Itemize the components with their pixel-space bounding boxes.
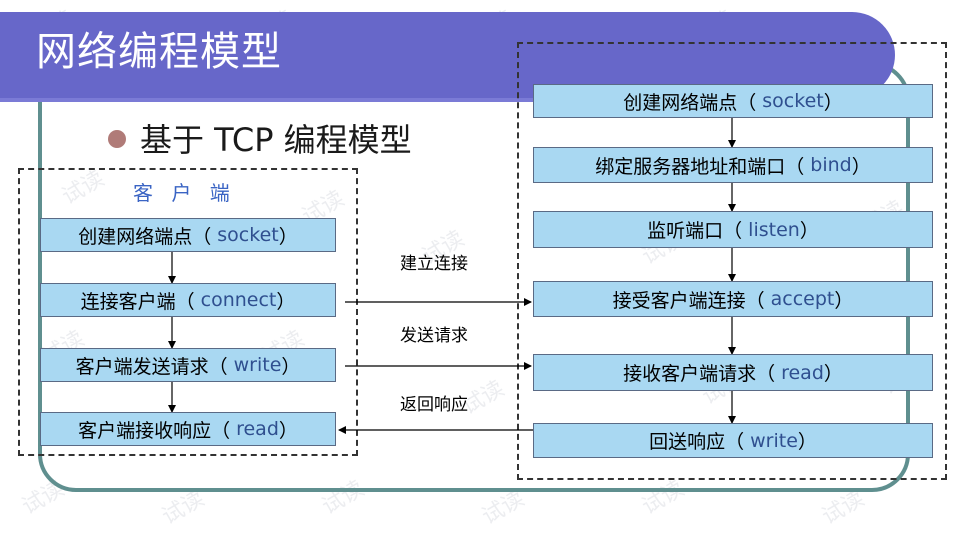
server-step-label: 接受客户端连接（ <box>612 289 765 312</box>
client-step-socket: 创建网络端点（socket） <box>40 218 336 252</box>
server-step-function: read <box>781 361 824 384</box>
client-group-label: 客 户 端 <box>133 181 236 205</box>
link-label-connect: 建立连接 <box>400 254 468 274</box>
subtitle: 基于 TCP 编程模型 <box>140 121 412 159</box>
server-step-function: socket <box>762 90 824 112</box>
server-step-close: ） <box>834 289 854 312</box>
link-label-request: 发送请求 <box>400 326 468 346</box>
server-step-function: listen <box>748 218 800 241</box>
server-step-close: ） <box>823 363 843 385</box>
client-step-label: 创建网络端点（ <box>78 225 212 248</box>
bullet-icon <box>108 130 126 148</box>
client-step-label: 客户端发送请求（ <box>75 355 228 378</box>
client-step-close: ） <box>278 419 298 442</box>
server-step-label: 回送响应（ <box>649 431 745 453</box>
client-step-label: 连接客户端（ <box>80 290 195 313</box>
server-step-label: 监听端口（ <box>647 220 743 242</box>
client-step-close: ） <box>276 290 296 313</box>
server-step-read: 接收客户端请求（read） <box>533 354 933 391</box>
page-title: 网络编程模型 <box>36 29 282 75</box>
server-step-close: ） <box>799 220 819 242</box>
server-step-close: ） <box>823 91 843 114</box>
server-group <box>517 42 947 480</box>
title-underline <box>0 98 860 102</box>
server-step-socket: 创建网络端点（socket） <box>533 84 933 118</box>
client-step-close: ） <box>281 355 301 378</box>
title-bar <box>0 12 895 98</box>
server-step-accept: 接受客户端连接（accept） <box>533 281 933 317</box>
server-step-label: 接收客户端请求（ <box>623 363 776 385</box>
client-step-function: connect <box>200 289 277 311</box>
client-step-close: ） <box>278 225 298 248</box>
client-step-function: write <box>233 354 282 376</box>
server-step-close: ） <box>797 431 817 453</box>
server-step-close: ） <box>851 155 871 178</box>
server-step-function: write <box>750 429 798 452</box>
client-group <box>18 168 358 456</box>
server-step-listen: 监听端口（listen） <box>533 211 933 248</box>
client-step-label: 客户端接收响应（ <box>78 419 231 442</box>
link-label-response: 返回响应 <box>400 395 468 415</box>
client-step-write: 客户端发送请求（write） <box>40 348 336 382</box>
server-step-label: 绑定服务器地址和端口（ <box>595 155 805 178</box>
server-step-function: bind <box>810 154 852 176</box>
client-step-connect: 连接客户端（connect） <box>40 283 336 317</box>
server-step-bind: 绑定服务器地址和端口（bind） <box>533 147 933 183</box>
client-step-function: socket <box>217 224 279 246</box>
client-step-read: 客户端接收响应（read） <box>40 412 336 446</box>
server-step-label: 创建网络端点（ <box>623 91 757 114</box>
server-step-write: 回送响应（write） <box>533 423 933 458</box>
server-step-function: accept <box>770 288 835 310</box>
client-step-function: read <box>236 418 279 440</box>
